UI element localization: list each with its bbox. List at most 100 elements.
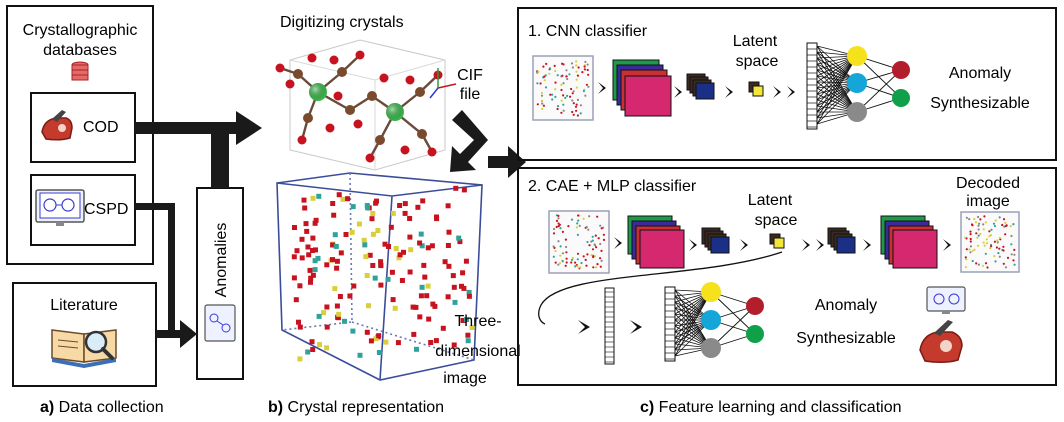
image-dot [556, 74, 559, 77]
voxel [402, 210, 408, 216]
cspd-label: CSPD [84, 201, 128, 218]
image-dot [557, 214, 560, 217]
voxel [396, 255, 402, 261]
cnn-pipeline [532, 55, 795, 121]
voxel [296, 319, 301, 325]
image-dot [574, 105, 578, 108]
image-dot [549, 93, 552, 96]
image-dot [571, 99, 574, 102]
voxel [425, 283, 431, 289]
crystal-atoms [275, 50, 443, 163]
image-dot [976, 236, 979, 239]
voxel [388, 224, 394, 230]
image-dot [561, 62, 564, 65]
voxel [308, 275, 314, 281]
image-dot [571, 110, 574, 114]
voxel [372, 275, 378, 281]
image-dot [554, 81, 557, 84]
cod-label: COD [83, 119, 119, 136]
voxel [305, 349, 311, 355]
voxel [350, 204, 356, 210]
image-dot [1005, 224, 1008, 227]
cae-decoded-image [960, 211, 1020, 273]
voxel [445, 203, 451, 209]
hidden-node [847, 73, 867, 93]
voxel [364, 273, 370, 278]
literature-label: Literature [50, 297, 118, 314]
voxel [373, 336, 379, 342]
mlp-anomaly-label: Anomaly [815, 297, 877, 314]
voxel [408, 247, 414, 253]
image-dot [593, 255, 597, 258]
cnn-classifier-frame [517, 7, 1057, 161]
chevron-icon [614, 237, 622, 249]
voxel [324, 304, 330, 310]
image-dot [579, 112, 582, 115]
image-dot [992, 222, 996, 225]
voxel [308, 279, 313, 285]
output-node [892, 89, 910, 107]
image-dot [575, 109, 578, 112]
image-dot [969, 240, 972, 243]
image-dot [602, 233, 606, 236]
image-dot [1012, 223, 1015, 226]
voxel [310, 235, 316, 241]
voxel [420, 198, 426, 204]
voxel [336, 311, 342, 317]
voxel [330, 201, 336, 206]
cnn-synthesizable-label: Synthesizable [930, 95, 1030, 112]
chevron-icon [863, 239, 871, 251]
image-label-line2: dimensional [435, 343, 520, 360]
image-dot [602, 238, 606, 241]
voxel [303, 221, 309, 227]
input-layer [664, 286, 676, 362]
voxel [453, 185, 459, 191]
image-dot [968, 248, 971, 251]
image-dot [974, 221, 978, 224]
image-dot [968, 218, 971, 221]
voxel [324, 345, 330, 351]
image-dot [585, 83, 589, 86]
image-dot [541, 99, 544, 103]
image-dot [568, 73, 571, 76]
voxel [337, 294, 343, 299]
image-dot [965, 216, 969, 219]
cnn-feature-maps-large [612, 59, 672, 117]
image-dot [552, 232, 556, 235]
image-dot [548, 72, 551, 75]
voxel [397, 252, 403, 258]
image-dot [993, 255, 996, 258]
cae-latent-cube [769, 233, 785, 249]
image-dot [562, 94, 565, 97]
voxel [310, 347, 316, 352]
voxel [376, 350, 382, 355]
voxel [340, 196, 346, 202]
image-dot [554, 261, 557, 264]
voxel [356, 221, 362, 227]
voxel [364, 203, 370, 208]
voxel [312, 258, 318, 264]
axis-triad-icon [429, 68, 457, 99]
cif-label-line2: file [460, 86, 481, 103]
voxel [421, 262, 427, 268]
image-dot [583, 68, 587, 71]
image-dot [552, 245, 555, 248]
caption-b: b) Crystal representation [268, 399, 444, 416]
image-dot [578, 224, 581, 227]
voxel [309, 339, 315, 345]
image-dot [585, 264, 588, 267]
voxel [294, 248, 300, 254]
image-dot [599, 257, 602, 260]
image-dot [562, 82, 565, 85]
image-dot [565, 257, 568, 260]
voxel [401, 249, 406, 255]
voxel [357, 352, 363, 358]
image-dot [557, 217, 560, 220]
cod-to-digitizing-arrow [135, 111, 262, 145]
cnn-neural-network [806, 42, 910, 130]
image-dot [977, 215, 980, 219]
voxel [383, 339, 389, 345]
data-flow-arrows [135, 111, 262, 348]
image-dot [545, 62, 548, 65]
voxel [450, 273, 456, 279]
